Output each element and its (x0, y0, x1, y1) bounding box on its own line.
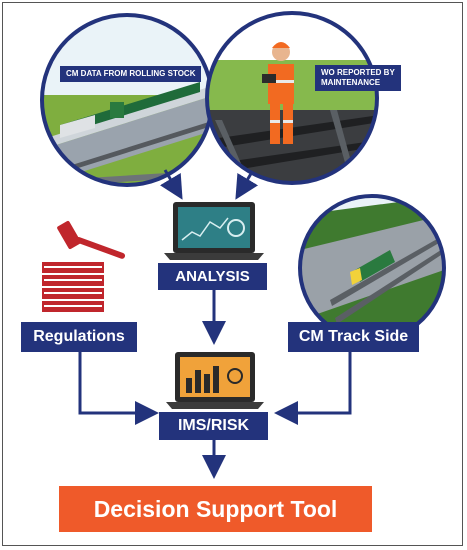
arrow-rolling-stock-to-analysis (160, 169, 183, 200)
maintenance-worker-photo (205, 11, 379, 185)
regulations-node: Regulations (21, 322, 137, 352)
analysis-node: ANALYSIS (158, 263, 267, 290)
ims-laptop-icon (166, 352, 264, 409)
cm-track-side-label: CM Track Side (298, 328, 409, 345)
ims-risk-label: IMS/RISK (177, 417, 250, 434)
cm-rolling-stock-label: CM DATA FROM ROLLING STOCK (66, 69, 196, 78)
cm-rolling-stock-tag: CM DATA FROM ROLLING STOCK (60, 66, 202, 82)
analysis-laptop-icon (164, 202, 264, 260)
track-side-photo (298, 194, 446, 342)
gavel-books-icon (42, 220, 126, 312)
decision-support-tool-box: Decision Support Tool (59, 486, 372, 532)
decision-support-tool-label: Decision Support Tool (93, 495, 338, 522)
rolling-stock-photo (40, 13, 214, 187)
regulations-label: Regulations (33, 328, 125, 345)
cm-track-side-node: CM Track Side (288, 322, 419, 352)
arrow-maintenance-to-analysis (235, 171, 259, 200)
connector-arrows (78, 169, 352, 479)
ims-risk-node: IMS/RISK (159, 412, 268, 440)
wo-reported-line1: WO REPORTED BY (321, 68, 395, 77)
arrow-regulations-to-ims (78, 352, 159, 425)
analysis-label: ANALYSIS (175, 268, 250, 285)
wo-reported-line2: MAINTENANCE (321, 78, 381, 87)
arrow-tracksided-to-ims (274, 352, 352, 425)
wo-reported-tag: WO REPORTED BY MAINTENANCE (315, 65, 401, 91)
